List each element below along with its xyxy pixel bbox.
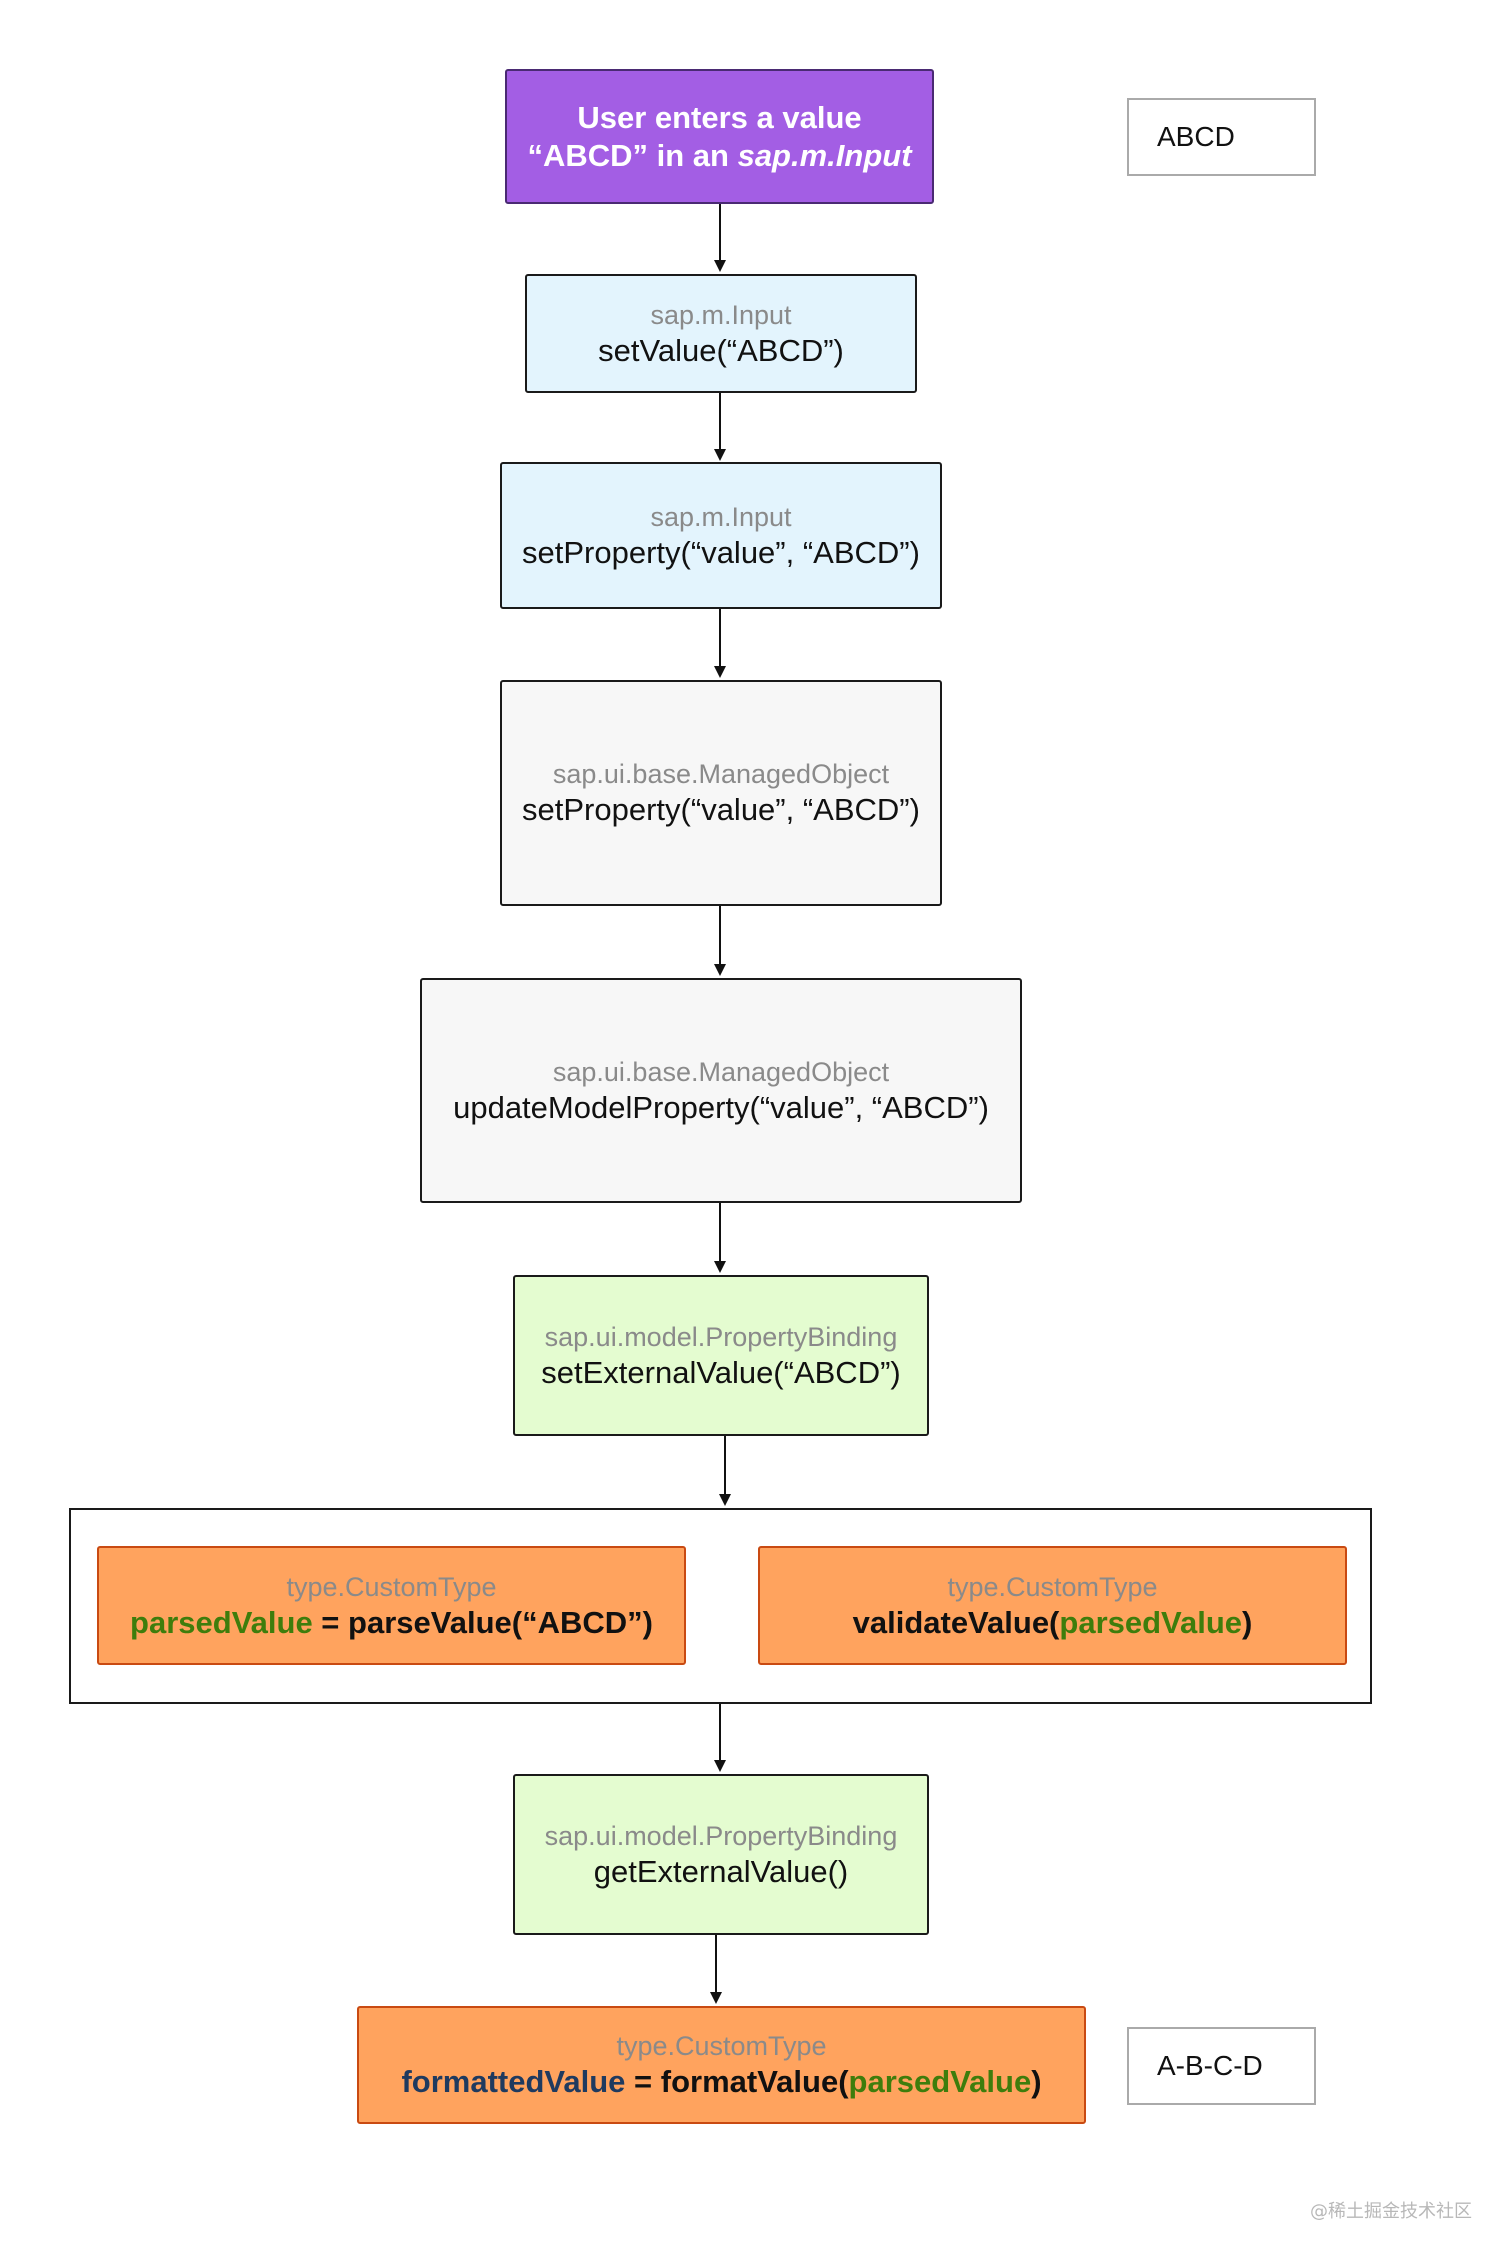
method-call: getExternalValue(): [593, 1853, 849, 1889]
watermark: @稀土掘金技术社区: [1310, 2201, 1472, 2222]
node-input-setproperty: sap.m.Input setProperty(“value”, “ABCD”): [500, 462, 942, 609]
node-propertybinding-getexternalvalue: sap.ui.model.PropertyBinding getExternal…: [513, 1774, 929, 1935]
input-value-box: ABCD: [1127, 98, 1316, 176]
parsed-value-arg: parsedValue: [848, 2064, 1032, 2099]
class-name: sap.m.Input: [650, 299, 792, 330]
method-call: setExternalValue(“ABCD”): [541, 1354, 901, 1390]
class-name: sap.ui.base.ManagedObject: [552, 1056, 890, 1087]
method-call: parsedValue = parseValue(“ABCD”): [130, 1604, 653, 1640]
class-name: type.CustomType: [947, 1571, 1158, 1602]
class-name: sap.ui.base.ManagedObject: [552, 759, 890, 789]
method-call: setProperty(“value”, “ABCD”): [522, 534, 920, 570]
node-propertybinding-setexternalvalue: sap.ui.model.PropertyBinding setExternal…: [513, 1275, 929, 1436]
class-name: sap.ui.model.PropertyBinding: [544, 1820, 898, 1851]
method-call: formattedValue = formatValue(parsedValue…: [401, 2064, 1042, 2099]
node-customtype-validatevalue: type.CustomType validateValue(parsedValu…: [758, 1546, 1347, 1665]
node-input-setvalue: sap.m.Input setValue(“ABCD”): [525, 274, 917, 393]
class-name: sap.m.Input: [650, 501, 792, 532]
class-name: type.CustomType: [286, 1571, 497, 1602]
method-call: setValue(“ABCD”): [598, 332, 844, 368]
method-call: validateValue(parsedValue): [852, 1604, 1253, 1640]
node-customtype-formatvalue: type.CustomType formattedValue = formatV…: [357, 2006, 1086, 2124]
start-line-1: User enters a value: [577, 99, 862, 135]
method-call: setProperty(“value”, “ABCD”): [522, 792, 920, 827]
node-managedobject-setproperty: sap.ui.base.ManagedObject setProperty(“v…: [500, 680, 942, 906]
node-user-enters-value: User enters a value “ABCD” in an sap.m.I…: [505, 69, 934, 204]
node-managedobject-updatemodelproperty: sap.ui.base.ManagedObject updateModelPro…: [420, 978, 1022, 1203]
output-value-box: A-B-C-D: [1127, 2027, 1316, 2105]
class-name: sap.ui.model.PropertyBinding: [544, 1321, 898, 1352]
class-name: type.CustomType: [616, 2031, 827, 2061]
parsed-value-var: parsedValue: [130, 1604, 313, 1640]
node-customtype-parsevalue: type.CustomType parsedValue = parseValue…: [97, 1546, 686, 1665]
parsed-value-arg: parsedValue: [1059, 1604, 1243, 1640]
start-line-2: “ABCD” in an sap.m.Input: [527, 137, 912, 173]
formatted-value-var: formattedValue: [401, 2064, 626, 2099]
method-call: updateModelProperty(“value”, “ABCD”): [453, 1089, 989, 1125]
